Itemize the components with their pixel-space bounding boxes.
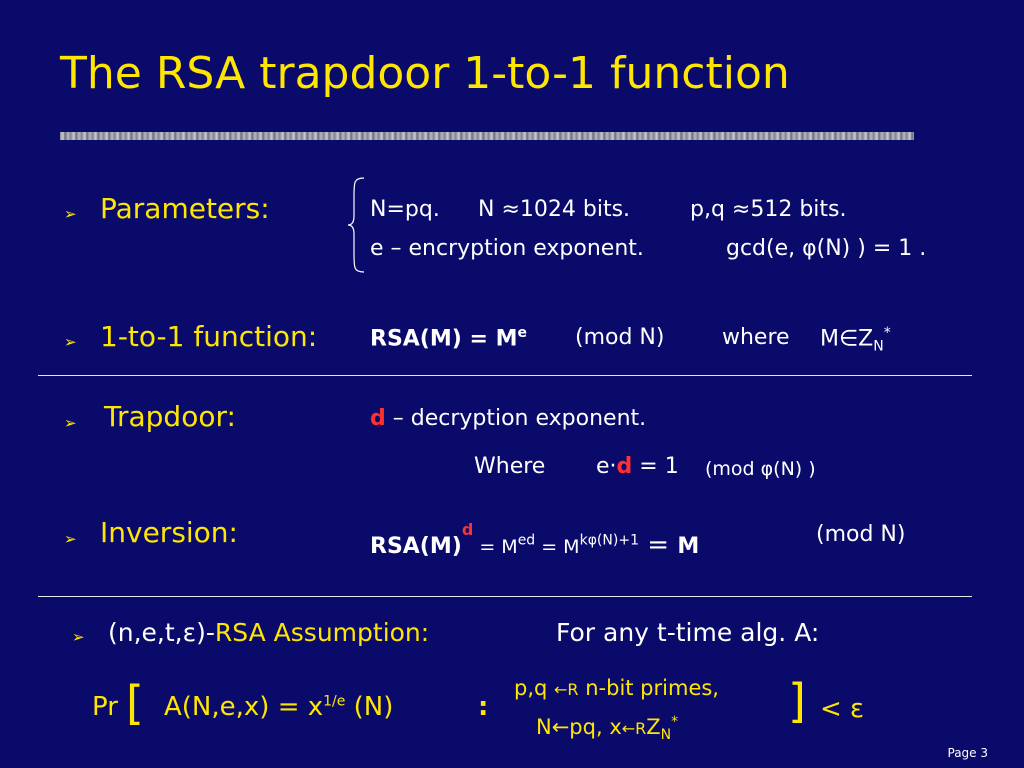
trapdoor-label: Trapdoor: [104,400,236,433]
random-arrow-icon-2: ←R [621,719,647,738]
param-n-eq-pq: N=pq. [370,197,440,222]
assumption-label: (n,e,t,ε)-RSA Assumption: [108,618,429,647]
rsa-expr-text: RSA(M) = M [370,326,518,352]
less-than-epsilon: < ε [820,694,865,724]
d-symbol: d [370,406,386,431]
cond1-primes: n-bit primes, [578,676,719,700]
bullet-assumption: ➢ [72,628,85,646]
cond2-npq-x: N←pq, x [536,715,622,739]
inv-m-result: M [677,534,700,559]
ed-d: d [616,454,633,479]
inv-ed-exp: ed [517,532,536,549]
assumption-colon: : [478,692,489,722]
rsa-mod-n: (mod N) [575,325,665,350]
parameters-label: Parameters: [100,192,270,225]
decryption-exponent-text: – decryption exponent. [385,406,647,431]
param-gcd: gcd(e, φ(N) ) = 1 . [726,236,927,261]
m-in-zn-star: M∈ZN* [820,325,891,355]
right-bracket: ] [788,674,806,728]
left-bracket: [ [126,676,144,730]
trapdoor-desc: d – decryption exponent. [370,406,646,431]
slide-title: The RSA trapdoor 1-to-1 function [60,48,790,99]
inversion-equation: RSA(M)d = Med = Mkφ(N)+1 = M [370,520,699,560]
zn-subscript: N [873,338,884,355]
pr-symbol: Pr [92,692,118,722]
ed-equation: e·d = 1 [596,454,679,479]
m-in-z: M∈Z [820,326,874,352]
zn-star: * [883,325,891,341]
inv-mod-n: (mod N) [816,522,906,547]
ed-eq-one: = 1 [632,454,679,479]
random-arrow-icon: ←R [554,680,579,699]
cond2-n-sub: N [660,727,672,744]
where-label: where [722,325,790,350]
ed-e: e· [596,454,617,479]
assumption-title: RSA Assumption: [214,618,430,647]
inversion-label: Inversion: [100,516,238,549]
bullet-inversion: ➢ [64,530,77,548]
lhs-expr: A(N,e,x) = x [164,692,324,722]
assumption-lhs: A(N,e,x) = x1/e (N) [164,692,393,722]
inv-d-exp: d [461,520,474,539]
bullet-trapdoor: ➢ [64,414,77,432]
inv-eq-m2: = M [535,536,580,558]
rsa-function-expr: RSA(M) = Me [370,325,527,351]
bullet-onetoone: ➢ [64,333,77,351]
inv-eq-m: = M [473,536,518,558]
lhs-exponent: 1/e [323,693,346,710]
assumption-params: (n,e,t,ε)- [108,618,215,647]
cond2-z: Z [646,715,661,739]
lhs-tail: (N) [345,692,394,722]
cond1-pq: p,q [514,676,555,700]
section-divider-1 [38,375,972,376]
param-pq-bits: p,q ≈512 bits. [690,197,847,222]
param-e-encryption: e – encryption exponent. [370,236,644,261]
title-divider [60,132,914,140]
onetoone-label: 1-to-1 function: [100,320,318,353]
section-divider-2 [38,596,972,597]
param-n-bits: N ≈1024 bits. [478,197,631,222]
rsa-expr-exponent: e [517,325,527,341]
cond2-star: * [671,714,679,730]
left-brace-icon [347,177,365,273]
cond-pq-primes: p,q ←R n-bit primes, [514,676,719,700]
inv-eq3: = [638,530,678,560]
mod-phi-n: (mod φ(N) ) [705,458,816,480]
inv-kphi-exp: kφ(N)+1 [579,532,639,549]
cond-n-x: N←pq, x←RZN* [536,714,678,743]
inv-rsa-m: RSA(M) [370,534,462,559]
bullet-parameters: ➢ [64,205,77,223]
for-any-alg: For any t-time alg. A: [556,618,820,647]
page-number: Page 3 [947,746,989,760]
trapdoor-where: Where [474,454,546,479]
